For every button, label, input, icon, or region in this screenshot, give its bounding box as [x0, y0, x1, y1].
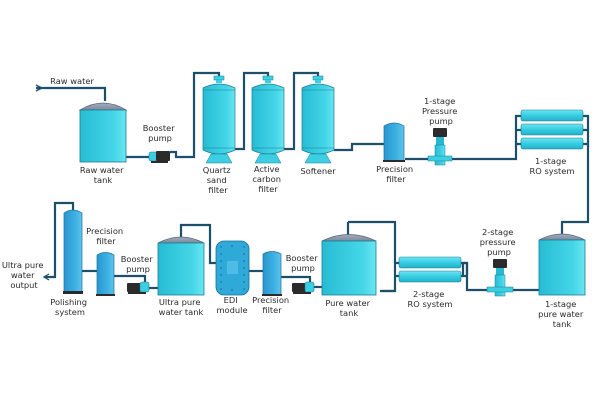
precision-filter-2: [262, 251, 282, 296]
polishing-system: [63, 209, 83, 294]
pipe-polishing-to-output: [45, 201, 75, 279]
label-booster-pump-1: Booster pump: [143, 123, 178, 143]
pipe-carbon-to-softener: [284, 71, 320, 151]
label-softener: Softener: [300, 166, 336, 176]
softener: [301, 75, 335, 164]
label-ultra-pure-water-output: Ultra pure water output: [2, 260, 46, 290]
labels: Raw water Raw water tank Booster pump Qu…: [2, 76, 586, 329]
label-ro-system-2: 2-stage RO system: [408, 289, 453, 309]
pipe-booster-to-quartz: [170, 71, 221, 159]
active-carbon-filter: [251, 75, 285, 164]
label-booster-pump-3: Booster pump: [121, 254, 156, 274]
booster-pump-2: [292, 281, 315, 294]
pipe-ro2-to-pure-tank: [348, 220, 400, 293]
ro-system-1: [520, 109, 584, 150]
raw-water-tank: [78, 102, 128, 163]
pipe-booster2-to-precision2: [281, 275, 312, 282]
booster-pump-1: [148, 151, 170, 163]
ultra-pure-water-tank: [157, 236, 205, 296]
pipes: [36, 71, 590, 293]
label-raw-water-tank: Raw water tank: [80, 165, 126, 185]
raw-water-inlet-arrow-icon: [35, 84, 44, 92]
edi-module: [215, 240, 250, 296]
pipe-softener-to-precision: [334, 142, 384, 152]
label-polishing-system: Polishing system: [50, 297, 89, 317]
precision-filter-3: [96, 252, 115, 296]
label-quartz-sand-filter: Quartz sand filter: [203, 165, 234, 195]
output-arrow-icon: [42, 273, 50, 281]
pure-water-tank-1: [538, 233, 586, 296]
ro-system-2: [398, 256, 462, 283]
label-edi-module: EDI module: [216, 295, 247, 315]
pipe-booster3-to-precision3: [114, 274, 147, 282]
label-pure-water-tank-1: 1-stage pure water tank: [538, 299, 586, 329]
booster-pump-3: [127, 281, 150, 294]
pipe-quartz-to-carbon: [234, 71, 270, 151]
precision-filter-1: [383, 122, 405, 162]
label-pressure-pump-2: 2-stage pressure pump: [480, 227, 518, 257]
label-raw-water: Raw water: [50, 76, 94, 86]
pure-water-tank: [321, 234, 377, 296]
pipe-edi-to-ultra-tank: [179, 223, 216, 265]
label-precision-filter-1: Precision filter: [376, 164, 416, 184]
pipe-pump1-to-ro1: [452, 114, 522, 161]
pipe-raw-water-inlet: [36, 86, 107, 101]
quartz-sand-filter: [202, 75, 236, 164]
label-precision-filter-2: Precision filter: [252, 295, 292, 315]
label-booster-pump-2: Booster pump: [286, 253, 321, 273]
label-pressure-pump-1: 1-stage Pressure pump: [422, 96, 460, 126]
label-ultra-pure-water-tank: Ultra pure water tank: [159, 297, 204, 317]
label-pure-water-tank: Pure water tank: [325, 298, 372, 318]
pressure-pump-2: [486, 259, 514, 297]
label-precision-filter-3: Precision filter: [86, 226, 126, 246]
label-active-carbon-filter: Active carbon filter: [252, 164, 283, 194]
label-ro-system-1: 1-stage RO system: [530, 156, 575, 176]
pressure-pump-1: [427, 128, 453, 166]
